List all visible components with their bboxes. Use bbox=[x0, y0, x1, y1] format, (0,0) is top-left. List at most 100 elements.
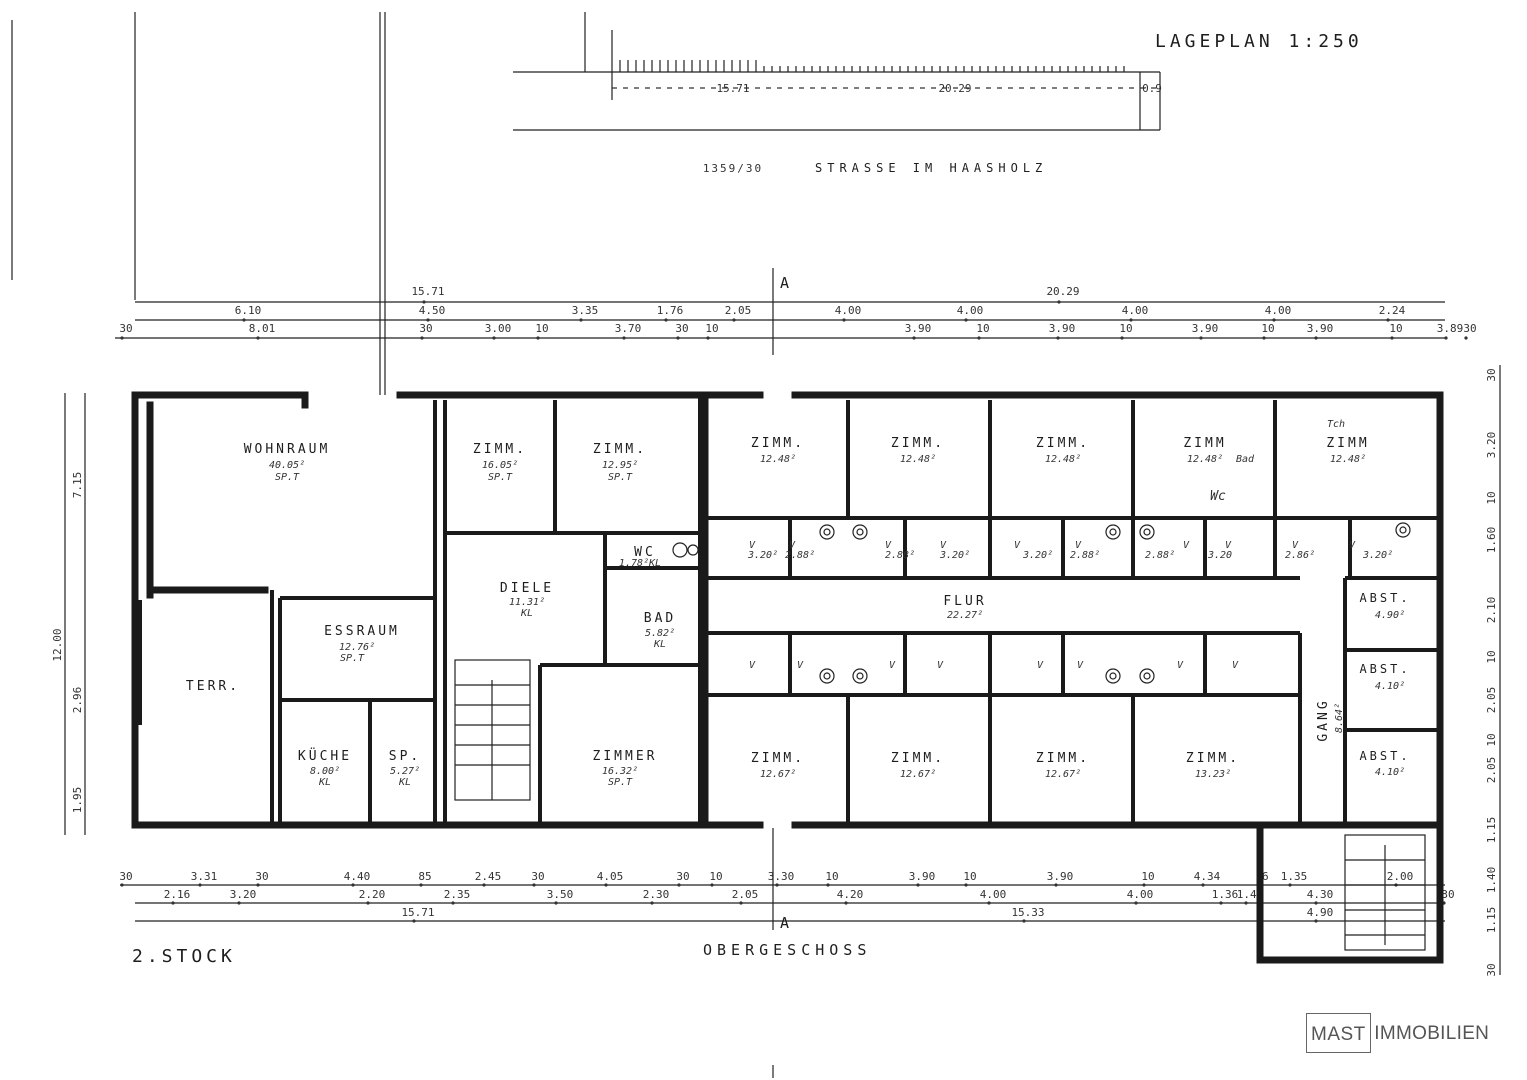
dimension-tick bbox=[492, 336, 496, 340]
washbasin-drain-icon bbox=[856, 672, 864, 680]
washbasin-icon bbox=[1139, 668, 1155, 684]
dimension-label: 4.00 bbox=[1127, 888, 1154, 901]
street-code: 1359/30 bbox=[703, 162, 763, 175]
fixture-v-mark: V bbox=[749, 540, 756, 551]
room-area: 4.10² bbox=[1375, 767, 1405, 778]
dimension-tick bbox=[1022, 919, 1026, 923]
room-name: ABST. bbox=[1359, 591, 1410, 605]
dimension-label: 8.01 bbox=[249, 322, 276, 335]
room-name: TERR. bbox=[186, 679, 240, 694]
dimension-tick bbox=[844, 901, 848, 905]
dimension-tick bbox=[237, 901, 241, 905]
dimension-tick bbox=[604, 883, 608, 887]
washbasin-drain-icon bbox=[1109, 528, 1117, 536]
dimension-tick bbox=[1386, 318, 1390, 322]
fixture-v-mark: V bbox=[885, 540, 892, 551]
room-zimm-top-3: ZIMM.12.48² bbox=[1036, 436, 1087, 465]
room-diele: DIELE 11.31² KL bbox=[500, 581, 554, 619]
dimension-label: 2.05 bbox=[725, 304, 752, 317]
top-dimension-lines bbox=[115, 301, 1445, 339]
room-area: 5.82² bbox=[645, 628, 675, 639]
room-name: ZIMM. bbox=[593, 442, 647, 457]
dimension-label: 1.60 bbox=[1485, 527, 1498, 554]
dimension-label: 3.30 bbox=[768, 870, 795, 883]
dimension-tick bbox=[171, 901, 175, 905]
dimension-label: 10 bbox=[705, 322, 718, 335]
room-abst-3: ABST. 4.10² bbox=[1359, 749, 1407, 778]
dimension-label: 3.90 bbox=[1307, 322, 1334, 335]
fixture-v-mark: V bbox=[940, 540, 947, 551]
room-area: 12.48² bbox=[1187, 454, 1223, 465]
dimension-tick bbox=[1314, 919, 1318, 923]
wc-note: Wc bbox=[1210, 489, 1226, 504]
dimension-tick bbox=[664, 318, 668, 322]
dimension-label: 30 bbox=[1485, 963, 1498, 976]
cell-area: 3.20² bbox=[1022, 550, 1053, 561]
dimension-tick bbox=[532, 883, 536, 887]
fixture-v-mark: V bbox=[889, 660, 896, 671]
dimension-label: 10 bbox=[1119, 322, 1132, 335]
room-gang: GANG 8.64² bbox=[1316, 698, 1345, 741]
cell-area: 2.88² bbox=[1145, 550, 1175, 561]
dimension-tick bbox=[120, 336, 124, 340]
dimension-tick bbox=[1120, 336, 1124, 340]
dimension-tick bbox=[198, 883, 202, 887]
dimension-label: 2.35 bbox=[444, 888, 471, 901]
room-name: ZIMMER bbox=[593, 749, 658, 764]
room-name: DIELE bbox=[500, 581, 554, 596]
dimension-label: 2.05 bbox=[732, 888, 759, 901]
room-area: 40.05² bbox=[269, 460, 305, 471]
dimension-label: 4.05 bbox=[597, 870, 624, 883]
dimension-label: 4.40 bbox=[344, 870, 371, 883]
dimension-label: 3.90 bbox=[1049, 322, 1076, 335]
room-floor: KL bbox=[653, 639, 666, 650]
dimension-tick bbox=[579, 318, 583, 322]
room-abst-2: ABST. 4.10² bbox=[1359, 662, 1407, 692]
room-zimm-bottom-4: ZIMM.13.23² bbox=[1186, 751, 1237, 780]
washbasin-drain-icon bbox=[823, 528, 831, 536]
dimension-label: 4.00 bbox=[1265, 304, 1292, 317]
dimension-label: 30 bbox=[255, 870, 268, 883]
dimension-label: 30 bbox=[531, 870, 544, 883]
cell-area: 2.88² bbox=[1070, 550, 1100, 561]
dimension-tick bbox=[622, 336, 626, 340]
washbasin-icon bbox=[1105, 524, 1121, 540]
dimension-tick bbox=[1134, 901, 1138, 905]
room-area: 12.48² bbox=[900, 454, 936, 465]
logo-mast: MAST bbox=[1306, 1013, 1370, 1053]
fixture-v-mark: V bbox=[1183, 540, 1190, 551]
room-bad: BAD 5.82² KL bbox=[644, 611, 675, 650]
dimension-label: 4.90 bbox=[1307, 906, 1334, 919]
dimension-tick bbox=[451, 901, 455, 905]
logo-immobilien: IMMOBILIEN bbox=[1374, 1023, 1490, 1044]
washbasin-icon bbox=[819, 524, 835, 540]
room-name: ZIMM. bbox=[751, 436, 805, 451]
room-zimm-bottom-2: ZIMM.12.67² bbox=[891, 751, 942, 780]
room-area: 12.67² bbox=[900, 769, 936, 780]
site-small-dim: 0.9 bbox=[1142, 82, 1162, 95]
fixture-v-mark: V bbox=[789, 540, 796, 551]
cell-area: 3.20² bbox=[939, 550, 970, 561]
room-name: KÜCHE bbox=[298, 747, 352, 764]
room-name: ZIMM bbox=[1326, 436, 1369, 451]
room-sp: SP. 5.27² KL bbox=[389, 749, 420, 788]
cell-area: 2.88² bbox=[885, 550, 915, 561]
room-name: FLUR bbox=[943, 594, 986, 609]
dimension-label: 10 bbox=[1485, 733, 1498, 746]
dimension-label: 4.34 bbox=[1194, 870, 1221, 883]
dimension-tick bbox=[677, 883, 681, 887]
room-area: 1.78²KL bbox=[619, 558, 661, 569]
room-wc: WC 1.78²KL bbox=[619, 545, 661, 569]
dimension-label: 3.89 bbox=[1437, 322, 1464, 335]
room-area: 22.27² bbox=[947, 610, 983, 621]
dimension-label: 30 bbox=[119, 870, 132, 883]
room-area: 12.67² bbox=[760, 769, 796, 780]
floor-label-right: OBERGESCHOSS bbox=[703, 941, 871, 959]
dimension-label: 1.36 bbox=[1212, 888, 1239, 901]
room-zimm-1: ZIMM. 16.05² SP.T bbox=[473, 442, 524, 483]
dimension-tick bbox=[1464, 336, 1468, 340]
fixture-v-mark: V bbox=[1292, 540, 1299, 551]
dimension-label: 10 bbox=[976, 322, 989, 335]
